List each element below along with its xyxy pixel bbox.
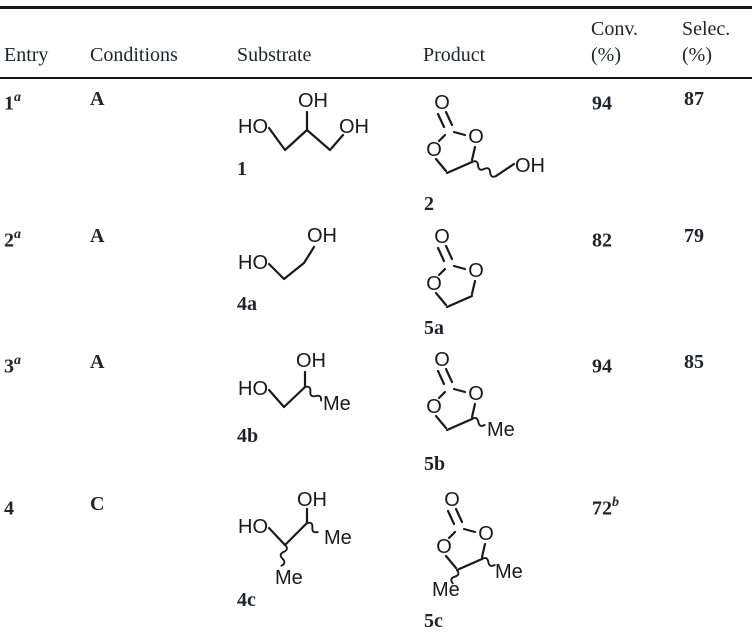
- product-structure-butylene-carbonate: O O O Me Me: [432, 489, 523, 601]
- bonds: [267, 110, 345, 152]
- atom-label-ring-o: O: [436, 536, 452, 558]
- atom-label-ring-o: O: [468, 126, 484, 148]
- compound-label: 5c: [424, 610, 443, 632]
- atom-label-ring-o: O: [468, 260, 484, 282]
- atom-label-carbonyl-o: O: [434, 349, 450, 371]
- wavy-bond: [481, 557, 496, 567]
- compound-label: 4b: [237, 425, 259, 447]
- entry-number: 4: [4, 497, 14, 520]
- conversion-value: 82: [592, 229, 612, 252]
- entry-number: 3: [4, 355, 14, 378]
- header-substrate: Substrate: [237, 44, 312, 66]
- atom-label-oh: OH: [339, 116, 369, 138]
- selectivity-cell: 79: [684, 225, 704, 247]
- atom-label-me: Me: [323, 393, 351, 415]
- atom-label-carbonyl-o: O: [434, 92, 450, 114]
- header-conversion: Conv. (%): [591, 16, 638, 68]
- conversion-cell: 72b: [592, 492, 619, 521]
- wavy-bond: [471, 417, 486, 427]
- product-structure-propylene-carbonate: O O O Me: [426, 349, 515, 441]
- bonds: [267, 507, 319, 567]
- atom-label-ho: HO: [238, 378, 268, 400]
- table-header-rule: [0, 77, 752, 79]
- bonds: [444, 507, 496, 585]
- compound-label: 4a: [237, 293, 257, 315]
- selectivity-cell: 85: [684, 351, 704, 373]
- compound-label: 5a: [424, 317, 444, 339]
- atom-label-oh: OH: [307, 225, 337, 247]
- atom-label-oh: OH: [296, 350, 326, 372]
- atom-label-ho: HO: [238, 116, 268, 138]
- atom-label-oh: OH: [515, 155, 545, 177]
- atom-label-ring-o: O: [478, 523, 494, 545]
- entry-number: 2: [4, 229, 14, 252]
- bonds: [267, 370, 323, 409]
- compound-label: 4c: [237, 589, 256, 611]
- entry-cell: 3a: [4, 350, 21, 379]
- header-conv-word: Conv.: [591, 18, 639, 40]
- atom-label-oh: OH: [298, 90, 328, 112]
- conversion-cell: 94: [592, 350, 612, 379]
- entry-cell: 1a: [4, 87, 21, 116]
- atom-label-ring-o: O: [468, 383, 484, 405]
- wavy-bond: [471, 160, 498, 178]
- atom-label-ring-o: O: [426, 139, 442, 161]
- conditions-cell: C: [90, 493, 105, 515]
- header-product: Product: [423, 44, 486, 66]
- atom-label-me: Me: [324, 527, 352, 549]
- selectivity-cell: 87: [684, 88, 704, 110]
- atom-label-carbonyl-o: O: [434, 226, 450, 248]
- wavy-bond: [306, 521, 319, 534]
- entry-cell: 4: [4, 492, 14, 521]
- conversion-value: 94: [592, 355, 612, 378]
- conditions-cell: A: [90, 88, 105, 110]
- entry-footnote-mark: a: [14, 353, 21, 368]
- header-conv-unit: (%): [591, 44, 621, 66]
- atom-label-ring-o: O: [426, 396, 442, 418]
- header-selec-unit: (%): [682, 44, 712, 66]
- bonds: [434, 110, 516, 178]
- entry-number: 1: [4, 92, 14, 115]
- header-entry: Entry: [4, 44, 49, 66]
- atom-label-ring-o: O: [426, 273, 442, 295]
- substrate-structure-glycerol: HO OH OH: [238, 90, 369, 152]
- product-structure-ethylene-carbonate: O O O: [426, 226, 484, 309]
- atom-label-ho: HO: [238, 252, 268, 274]
- bonds: [434, 367, 486, 432]
- conversion-value: 94: [592, 92, 612, 115]
- table-top-rule: [0, 6, 752, 9]
- conversion-cell: 94: [592, 87, 612, 116]
- wavy-bond: [304, 385, 323, 402]
- bonds: [434, 244, 477, 309]
- entry-footnote-mark: a: [14, 227, 21, 242]
- atom-label-me: Me: [275, 567, 303, 589]
- header-selec-word: Selec.: [682, 18, 731, 40]
- product-structure-glycerol-carbonate: O O O OH: [426, 92, 545, 178]
- compound-label: 2: [424, 193, 434, 215]
- entry-cell: 2a: [4, 224, 21, 253]
- atom-label-me: Me: [495, 561, 523, 583]
- compound-label: 1: [237, 158, 247, 180]
- header-conditions: Conditions: [90, 44, 178, 66]
- conditions-cell: A: [90, 351, 105, 373]
- atom-label-ho: HO: [238, 516, 268, 538]
- compound-label: 5b: [424, 453, 446, 475]
- atom-label-me: Me: [487, 419, 515, 441]
- substrate-structure-propylene-glycol: HO OH Me: [238, 350, 351, 415]
- atom-label-oh: OH: [297, 489, 327, 511]
- atom-label-carbonyl-o: O: [444, 489, 460, 511]
- conversion-value: 72: [592, 497, 612, 520]
- conditions-cell: A: [90, 225, 105, 247]
- header-selectivity: Selec. (%): [682, 16, 730, 68]
- conversion-cell: 82: [592, 224, 612, 253]
- entry-footnote-mark: a: [14, 90, 21, 105]
- substrate-structure-butanediol: HO OH Me Me: [238, 489, 352, 589]
- atom-label-me: Me: [432, 579, 460, 601]
- wavy-bond: [450, 569, 460, 585]
- wavy-bond: [279, 544, 288, 567]
- conversion-footnote-mark: b: [612, 495, 619, 510]
- substrate-structure-ethylene-glycol: HO OH: [238, 225, 337, 281]
- bonds: [267, 245, 316, 281]
